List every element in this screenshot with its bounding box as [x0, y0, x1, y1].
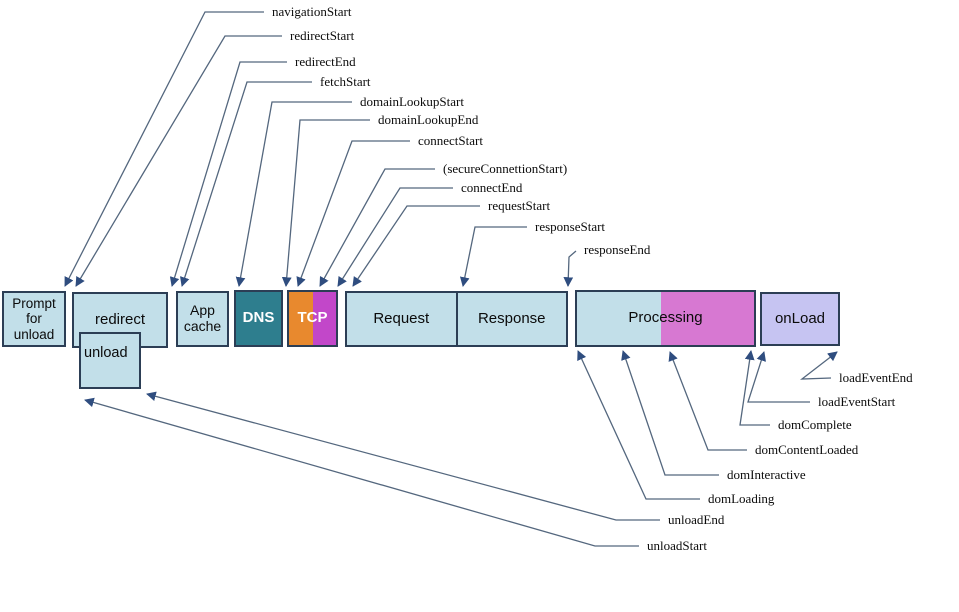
box-processing-label: Processing [628, 309, 703, 327]
leader-dom-complete [739, 350, 770, 426]
leader-dom-loading [577, 350, 700, 500]
label-connect-start: connectStart [418, 133, 483, 148]
box-app-cache: App cache [176, 291, 229, 347]
label-dom-loading: domLoading [708, 491, 775, 506]
box-onload-label: onLoad [774, 309, 826, 327]
leader-connect-start [296, 140, 410, 287]
label-unload-end: unloadEnd [668, 512, 725, 527]
label-fetch-start: fetchStart [320, 74, 371, 89]
box-response-label: Response [477, 309, 546, 327]
label-load-event-end: loadEventEnd [839, 370, 913, 385]
label-dom-content-loaded: domContentLoaded [755, 442, 859, 457]
box-processing: Processing [575, 290, 756, 347]
box-request-response: Request Response [345, 291, 568, 347]
box-dns: DNS [234, 290, 283, 347]
label-secure-connection-start: (secureConnettionStart) [443, 161, 568, 176]
leader-load-event-start [747, 351, 810, 403]
tcp-magenta-segment [312, 292, 336, 345]
leader-redirect-start [75, 35, 282, 287]
box-dns-label: DNS [242, 309, 275, 327]
box-prompt-for-unload: Prompt for unload [2, 291, 66, 347]
leader-dom-interactive [621, 350, 719, 476]
leader-domain-lookup-end [281, 119, 370, 287]
label-navigation-start: navigationStart [272, 4, 352, 19]
label-load-event-start: loadEventStart [818, 394, 896, 409]
label-connect-end: connectEnd [461, 180, 523, 195]
leader-response-start [459, 226, 527, 287]
leader-request-start [352, 205, 480, 287]
leader-load-event-end [800, 351, 838, 380]
box-app-cache-label: App cache [183, 302, 222, 334]
label-request-start: requestStart [488, 198, 551, 213]
label-dom-complete: domComplete [778, 417, 852, 432]
box-tcp-label: TCP [297, 309, 328, 327]
box-response: Response [455, 293, 567, 345]
box-request: Request [347, 293, 456, 345]
label-dom-interactive: domInteractive [727, 467, 806, 482]
box-unload: unload [79, 332, 141, 389]
box-request-label: Request [373, 309, 430, 327]
box-tcp: TCP [287, 290, 338, 347]
leader-domain-lookup-start [235, 101, 352, 287]
leader-secure-connection-start [319, 168, 435, 287]
leader-connect-end [337, 187, 453, 287]
leader-unload-end [146, 391, 660, 521]
box-redirect-label: redirect [94, 310, 146, 328]
label-response-end: responseEnd [584, 242, 651, 257]
leader-unload-start [84, 397, 639, 547]
leader-navigation-start [64, 11, 264, 287]
label-domain-lookup-start: domainLookupStart [360, 94, 464, 109]
leader-dom-content-loaded [668, 351, 747, 451]
label-domain-lookup-end: domainLookupEnd [378, 112, 479, 127]
box-onload: onLoad [760, 292, 840, 346]
box-unload-label: unload [84, 345, 128, 361]
box-prompt-label: Prompt for unload [12, 296, 56, 342]
label-redirect-start: redirectStart [290, 28, 355, 43]
label-unload-start: unloadStart [647, 538, 707, 553]
leader-response-end [563, 250, 577, 287]
label-response-start: responseStart [535, 219, 606, 234]
leader-redirect-end [169, 61, 287, 287]
leader-fetch-start [180, 81, 312, 287]
label-redirect-end: redirectEnd [295, 54, 356, 69]
processing-magenta-segment [661, 292, 754, 345]
